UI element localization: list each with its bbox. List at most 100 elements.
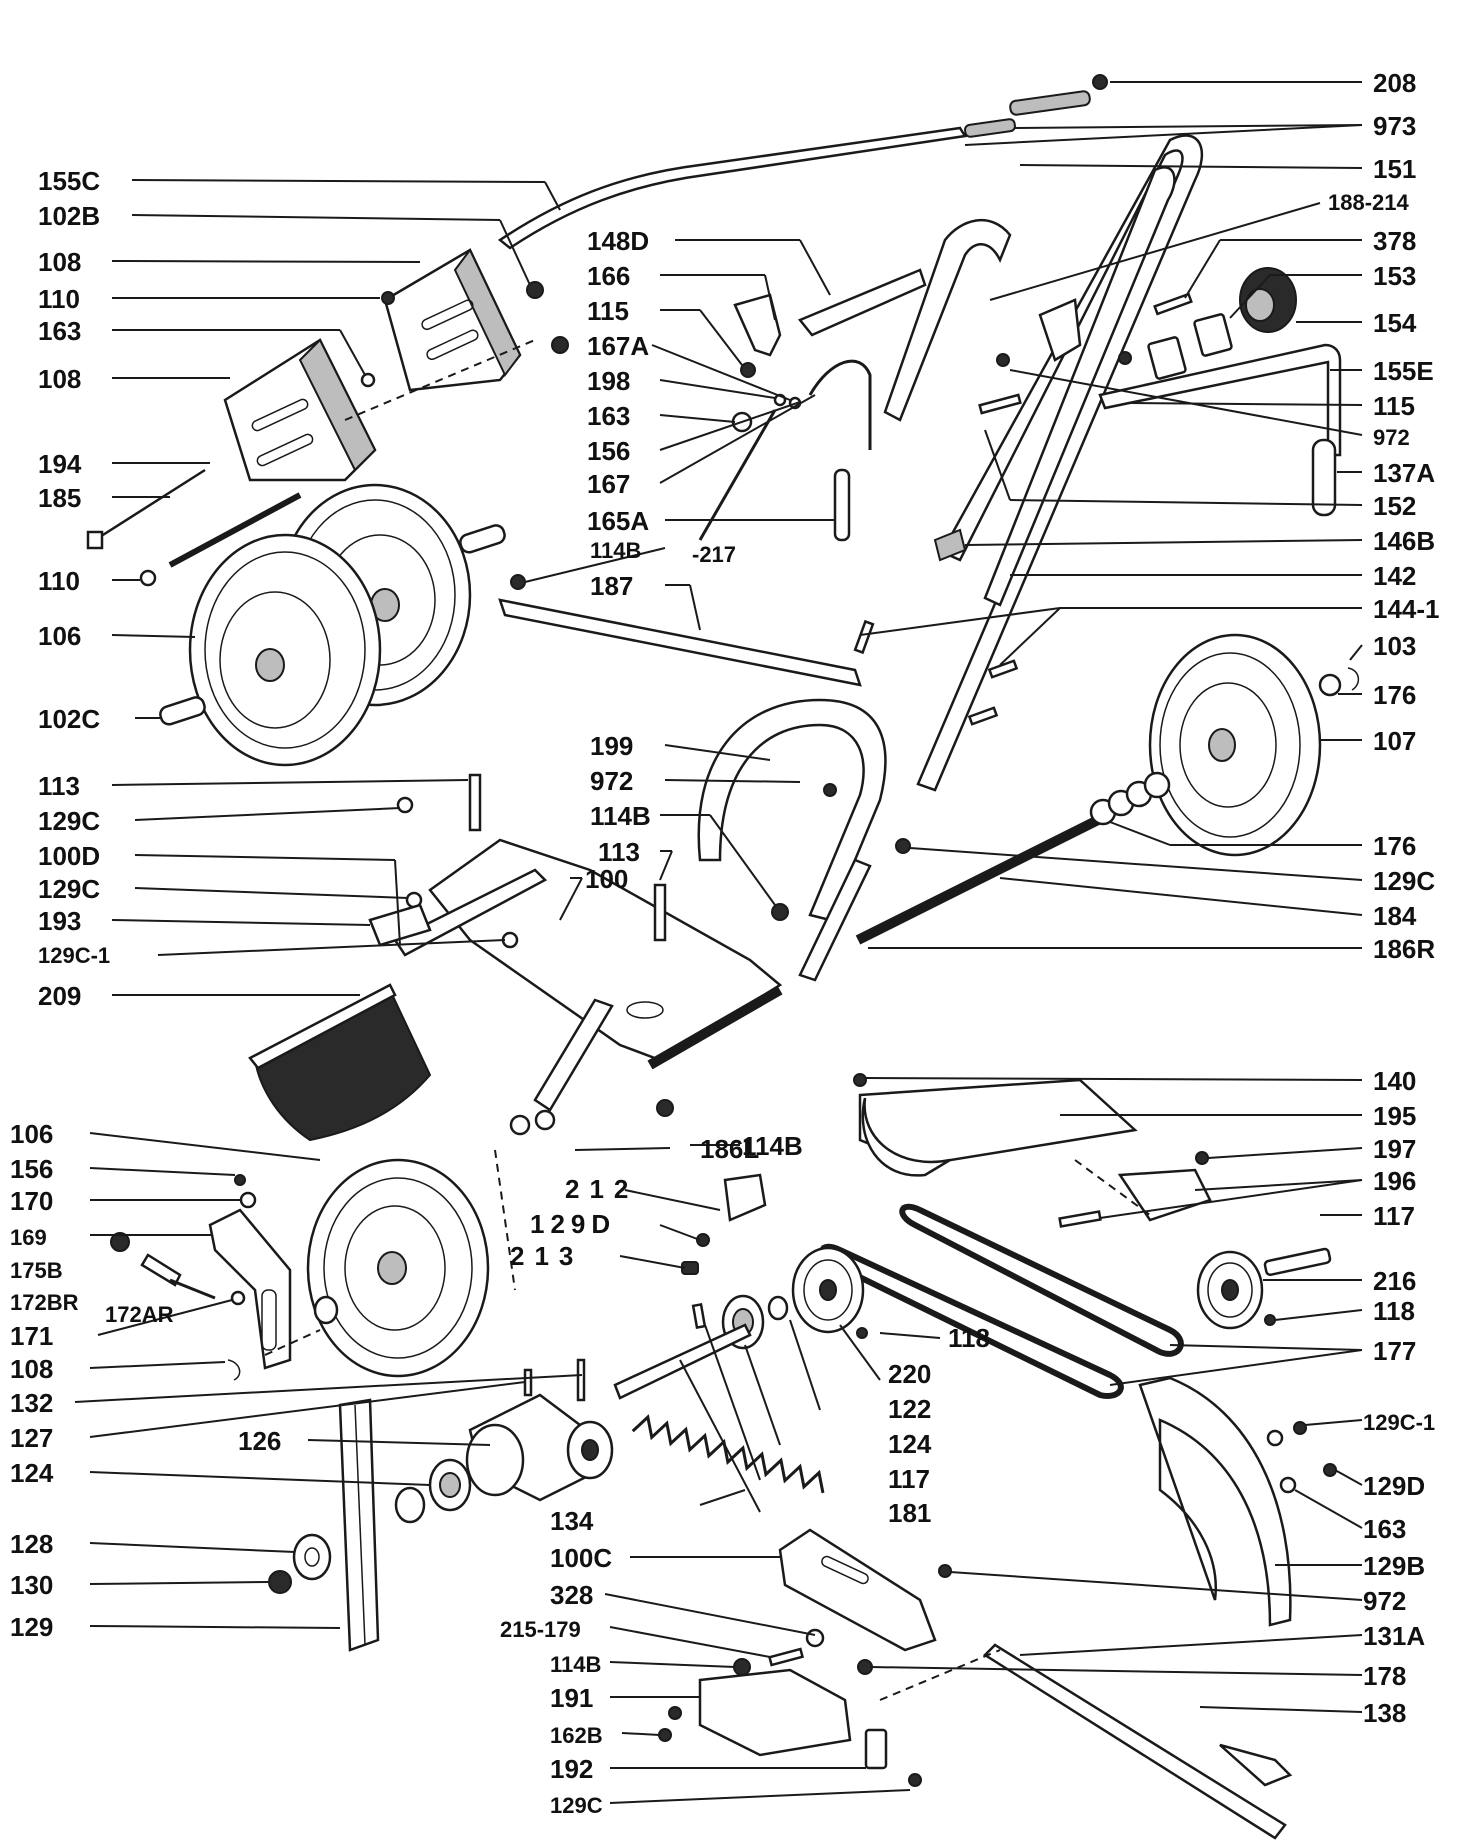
callout-176b: 176 — [1373, 831, 1416, 861]
callout-166: 166 — [587, 261, 630, 291]
spacer-rear — [459, 524, 506, 554]
callout-209: 209 — [38, 981, 81, 1011]
callout-103: 103 — [1373, 631, 1416, 661]
callout-192: 192 — [550, 1754, 593, 1784]
grip-137a — [1311, 438, 1337, 517]
parts-drawing — [86, 74, 1360, 1840]
callout-163c: 163 — [1363, 1514, 1406, 1544]
plate-153 — [1193, 313, 1233, 357]
callout-107: 107 — [1373, 726, 1416, 756]
knob-175b — [110, 1232, 130, 1252]
leader-lines — [74, 81, 1363, 1804]
callout-115a: 115 — [587, 296, 629, 326]
bracket-191 — [698, 1668, 852, 1757]
spring-165a — [833, 468, 851, 542]
callout-102c: 102C — [38, 704, 100, 734]
rear-wheel-106b — [188, 533, 382, 767]
callout-177: 177 — [1373, 1336, 1416, 1366]
callout-118a: 118 — [1373, 1296, 1415, 1326]
callout-132: 132 — [10, 1388, 53, 1418]
callout-148d: 148D — [587, 226, 649, 256]
callout-215-179: 215-179 — [500, 1617, 581, 1642]
washer-178 — [857, 1659, 873, 1675]
washer-176a — [1318, 673, 1342, 697]
callout-216: 216 — [1373, 1266, 1416, 1296]
callout-130: 130 — [10, 1570, 53, 1600]
callout-151: 151 — [1373, 154, 1416, 184]
bolt-215-179 — [767, 1647, 805, 1667]
rod-155e — [1098, 343, 1342, 457]
slot-100c — [821, 1555, 869, 1585]
washer-213 — [534, 1109, 556, 1131]
callout-187: 187 — [590, 571, 633, 601]
callout-113a: 113 — [38, 771, 80, 801]
callout-328: 328 — [550, 1580, 593, 1610]
washer-129c-1b — [1266, 1429, 1284, 1447]
clip-108c — [227, 1359, 241, 1381]
nut-115b — [1118, 351, 1132, 365]
callout-217: -217 — [692, 542, 736, 567]
bolt-113b — [653, 883, 667, 942]
callout-138: 138 — [1363, 1698, 1406, 1728]
bolt-129c-d — [908, 1773, 922, 1787]
callout-156b: 156 — [10, 1154, 53, 1184]
callout-172ar: 172AR — [105, 1302, 174, 1327]
belt-177a — [899, 1203, 1184, 1357]
pulley-216 — [1196, 1250, 1264, 1330]
washer-128-inner — [304, 1547, 320, 1567]
callout-972c: 972 — [1363, 1586, 1406, 1616]
washer-212 — [509, 1114, 531, 1136]
side-plate-108-upper-shade — [453, 248, 522, 377]
belt-cover-195 — [858, 1078, 1138, 1167]
bolt-144-1b — [987, 659, 1019, 679]
callout-155e: 155E — [1373, 356, 1434, 386]
nut-163 — [551, 336, 569, 354]
shaft-131a — [983, 1643, 1287, 1840]
callout-186r: 186R — [1373, 934, 1435, 964]
callout-142: 142 — [1373, 561, 1416, 591]
callout-199: 199 — [590, 731, 633, 761]
callout-152: 152 — [1373, 491, 1416, 521]
callout-972b: 972 — [590, 766, 633, 796]
part-138 — [1219, 1743, 1293, 1787]
spacer-102c — [159, 696, 206, 726]
callout-102b: 102B — [38, 201, 100, 231]
callout-127: 127 — [10, 1423, 53, 1453]
callout-169: 169 — [10, 1225, 47, 1250]
bolt-129c-a — [396, 796, 414, 814]
callout-172br: 172BR — [10, 1290, 79, 1315]
rod-167 — [808, 359, 872, 450]
side-plate-108-lower-shade — [298, 338, 377, 472]
washer-122 — [767, 1295, 789, 1321]
callout-178: 178 — [1363, 1661, 1406, 1691]
callout-122: 122 — [888, 1394, 931, 1424]
callout-144-1: 144-1 — [1373, 594, 1440, 624]
plate-192 — [864, 1728, 888, 1770]
slot-a — [421, 299, 474, 331]
washer-108c — [313, 1295, 339, 1325]
callout-115b: 115 — [1373, 391, 1415, 421]
callout-193: 193 — [38, 906, 81, 936]
callout-185: 185 — [38, 483, 81, 513]
brace-187 — [498, 598, 862, 687]
bracket-166 — [733, 293, 782, 357]
callout-212: 212 — [565, 1174, 638, 1204]
handle-bar-155c — [497, 126, 968, 250]
pin-127 — [523, 1368, 533, 1397]
screw-197 — [1195, 1151, 1209, 1165]
callout-117a: 117 — [1373, 1201, 1415, 1231]
clip-103 — [1347, 667, 1360, 691]
callout-170: 170 — [10, 1186, 53, 1216]
callout-106b: 106 — [10, 1119, 53, 1149]
callout-162b: 162B — [550, 1723, 603, 1748]
deflector-209 — [253, 988, 432, 1142]
callout-165a: 165A — [587, 506, 649, 536]
shaft-181 — [613, 1323, 752, 1400]
deflector-209-edge — [248, 983, 397, 1070]
bolt-129c-1a — [501, 931, 519, 949]
callout-155c: 155C — [38, 166, 100, 196]
bolt-194-head — [86, 530, 104, 550]
callout-156a: 156 — [587, 436, 630, 466]
callout-191: 191 — [550, 1683, 593, 1713]
bolt-170 — [239, 1191, 257, 1209]
